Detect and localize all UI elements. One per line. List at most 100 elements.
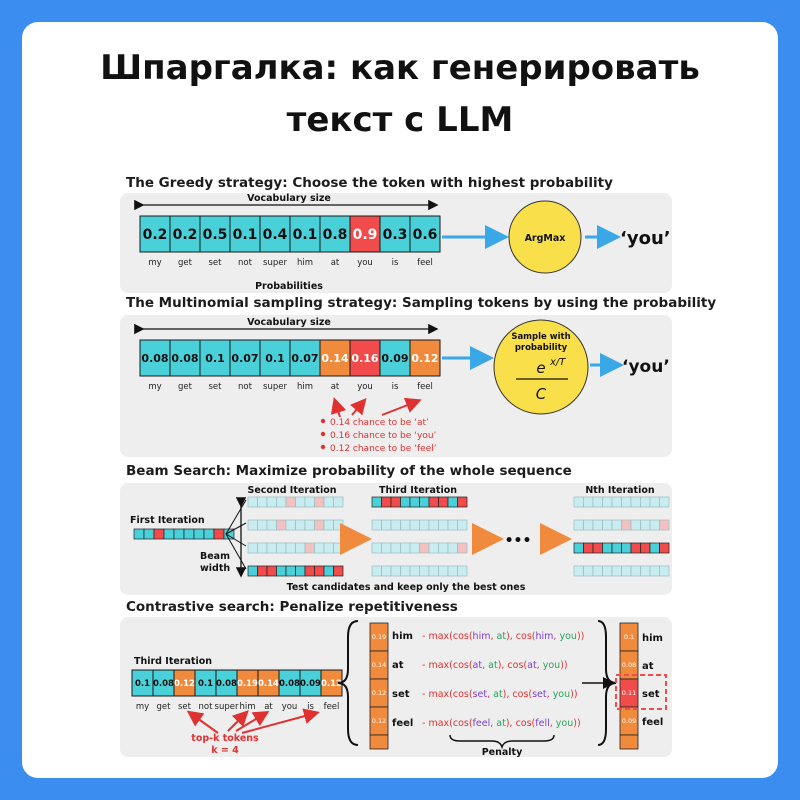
third-iteration-cell	[390, 542, 401, 554]
candidate-cell	[369, 734, 389, 750]
third-iteration-cell	[457, 542, 468, 554]
nth-iteration-cell	[592, 496, 603, 508]
first-iteration-cell	[183, 528, 195, 540]
first-iteration-cell	[133, 528, 145, 540]
second-iteration-cell	[304, 519, 315, 531]
greedy-token: not	[238, 258, 253, 268]
contrastive-token: get	[157, 702, 172, 712]
contrastive-token: feel	[324, 702, 340, 712]
multinomial-value: 0.09	[381, 352, 408, 365]
penalty-formula: - max(cos(feel, at), cos(fell, you))	[422, 718, 581, 729]
multinomial-token: set	[209, 382, 223, 392]
result-token: him	[642, 633, 663, 644]
nth-iteration-cell	[640, 519, 651, 531]
note-bullet	[320, 431, 326, 437]
second-iteration-cell	[276, 565, 287, 577]
second-iteration-cell	[266, 565, 277, 577]
nth-iteration-cell	[659, 565, 670, 577]
nth-iteration-cell	[573, 565, 584, 577]
nth-iteration-cell	[649, 565, 660, 577]
candidate-value: 0.14	[372, 661, 386, 669]
multinomial-value: 0.12	[411, 352, 438, 365]
nth-iteration-cell	[649, 542, 660, 554]
multinomial-section-title: The Multinomial sampling strategy: Sampl…	[126, 295, 717, 311]
topk-label-1: top-k tokens	[191, 733, 259, 744]
contrastive-token: is	[307, 702, 314, 712]
nth-iteration-cell	[573, 542, 584, 554]
greedy-value: 0.6	[413, 227, 438, 243]
multinomial-token: feel	[417, 382, 433, 392]
third-iteration-cell	[438, 519, 449, 531]
nth-iteration-cell	[649, 519, 660, 531]
multinomial-value: 0.1	[265, 352, 285, 365]
third-iteration-cell	[447, 496, 458, 508]
second-iteration-cell	[314, 565, 325, 577]
softmax-exponent: x/T	[549, 357, 566, 368]
multinomial-token: you	[357, 382, 373, 392]
page-title-line-2: текст с LLM	[286, 100, 514, 140]
third-iteration-cell	[428, 565, 439, 577]
penalty-label: Penalty	[482, 747, 523, 757]
first-iteration-cell	[193, 528, 205, 540]
third-iteration-cell	[438, 565, 449, 577]
multinomial-diagram: Vocabulary size0.08my0.08get0.1set0.07no…	[134, 317, 670, 454]
nth-iteration-cell	[659, 542, 670, 554]
third-iteration-cell	[409, 565, 420, 577]
third-iteration-label: Third Iteration	[379, 485, 457, 496]
probability-note: 0.16 chance to be ‘you’	[330, 431, 437, 441]
second-iteration-cell	[323, 496, 334, 508]
result-token: at	[642, 661, 654, 672]
sample-circle	[493, 319, 589, 415]
candidate-value: 0.12	[372, 689, 386, 697]
second-iteration-cell	[333, 496, 344, 508]
second-iteration-label: Second Iteration	[247, 485, 336, 496]
greedy-output: ‘you’	[620, 228, 671, 249]
first-iteration-cell	[143, 528, 155, 540]
beam-branch-line	[225, 533, 247, 547]
candidate-value: 0.12	[372, 717, 386, 725]
candidate-token: feel	[392, 718, 413, 729]
argmax-label: ArgMax	[525, 233, 566, 244]
result-value: 0.11	[622, 689, 636, 697]
result-value: 0.08	[622, 661, 636, 669]
selected-highlight	[615, 674, 667, 710]
multinomial-token: get	[178, 382, 193, 392]
contrastive-token: at	[264, 702, 273, 712]
third-iteration-cell	[390, 565, 401, 577]
ellipsis: •••	[505, 533, 532, 549]
greedy-value: 0.2	[143, 227, 168, 243]
multinomial-cell	[409, 339, 441, 377]
beam-label-2: width	[200, 563, 230, 574]
note-bullet	[320, 444, 326, 450]
greedy-token: at	[331, 258, 340, 268]
first-iteration-cell	[203, 528, 215, 540]
nth-iteration-cell	[583, 496, 594, 508]
third-iteration-cell	[371, 565, 382, 577]
first-iteration-cell	[153, 528, 165, 540]
sample-label-1: Sample with	[511, 332, 570, 342]
third-iteration-cell	[419, 565, 430, 577]
third-iteration-cell	[409, 542, 420, 554]
result-token: set	[642, 689, 660, 700]
third-iteration-cell	[371, 496, 382, 508]
greedy-value: 0.1	[293, 227, 318, 243]
second-iteration-cell	[323, 519, 334, 531]
third-iteration-cell	[400, 519, 411, 531]
contrastive-token: you	[282, 702, 298, 712]
penalty-formula: - max(cos(him, at), cos(him, you))	[422, 631, 584, 642]
third-iteration-cell	[457, 565, 468, 577]
multinomial-token: him	[297, 382, 313, 392]
second-iteration-cell	[266, 496, 277, 508]
greedy-token: him	[297, 258, 313, 268]
second-iteration-cell	[314, 542, 325, 554]
second-iteration-cell	[285, 542, 296, 554]
contrastive-section-title: Contrastive search: Penalize repetitiven…	[126, 599, 458, 615]
third-iteration-cell	[447, 542, 458, 554]
multinomial-value: 0.08	[141, 352, 168, 365]
multinomial-value: 0.07	[291, 352, 318, 365]
multinomial-token: at	[331, 382, 340, 392]
first-iteration-cell	[163, 528, 175, 540]
nth-iteration-cell	[573, 519, 584, 531]
second-iteration-cell	[247, 565, 258, 577]
greedy-cell	[259, 215, 291, 253]
